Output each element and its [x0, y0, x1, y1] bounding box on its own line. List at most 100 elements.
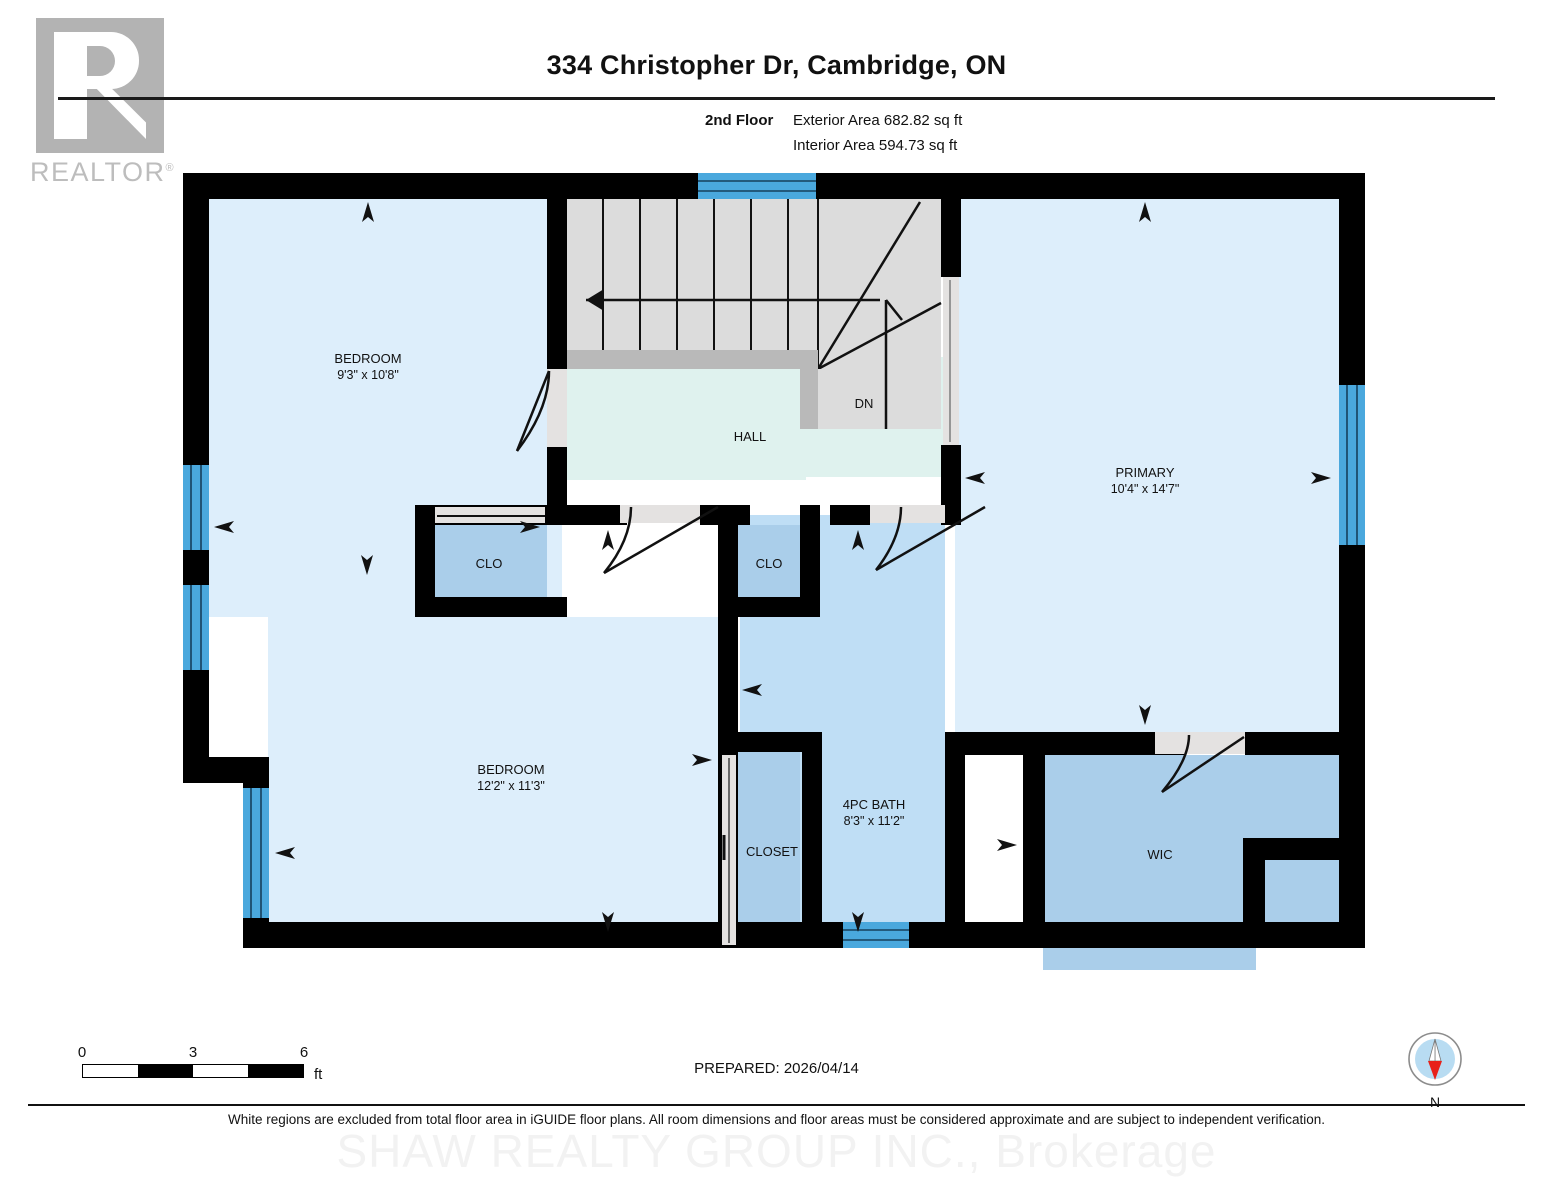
floor-plan: BEDROOM 9'3" x 10'8" PRIMARY 10'4" x 14'…: [0, 160, 1553, 1020]
windows: [183, 173, 1365, 948]
wall-bath-left-upper: [718, 617, 738, 752]
floor-meta-row-interior: Interior Area 594.73 sq ft: [705, 133, 962, 158]
room-label-hall: HALL: [734, 429, 767, 444]
scale-tick-6: 6: [299, 1044, 309, 1061]
arrow-clo-left-up: [602, 530, 614, 550]
compass-north-label: N: [1429, 1094, 1441, 1110]
view-direction-arrows: [214, 202, 1331, 932]
disclaimer-text: White regions are excluded from total fl…: [227, 1112, 1326, 1127]
arrow-bath-right: [997, 839, 1017, 851]
room-fill-bath-b: [806, 515, 945, 935]
scale-segment-4: [248, 1065, 303, 1077]
window-top-stairs: [698, 173, 816, 199]
arrow-bath-corridor-left: [742, 684, 762, 696]
wall-bath-wic-divider: [1023, 755, 1045, 948]
scale-segment-2: [138, 1065, 193, 1077]
wall-hall-bottom-c: [830, 505, 870, 525]
room-fill-clo-left: [432, 525, 547, 597]
wall-clo-left-bottom: [415, 597, 567, 617]
scale-bar: 0 3 6 ft: [78, 1044, 323, 1083]
walls: [183, 173, 1365, 948]
floor-meta: 2nd Floor Exterior Area 682.82 sq ft Int…: [705, 108, 962, 158]
room-label-closet: CLOSET: [746, 844, 798, 859]
room-dim-bedroom-upper: 9'3" x 10'8": [337, 368, 399, 382]
prepared-date: PREPARED: 2026/04/14: [694, 1060, 859, 1077]
room-fills: [207, 197, 1340, 970]
wall-exterior-right: [1339, 173, 1365, 948]
window-bottom-bath: [843, 922, 909, 948]
scale-tick-0: 0: [77, 1044, 87, 1061]
wall-clo-left-side: [415, 505, 435, 617]
arrow-bath-down: [852, 912, 864, 932]
arrow-bedroom-lower-down: [602, 912, 614, 932]
arrow-bedroom-lower-right: [692, 754, 712, 766]
brokerage-watermark: SHAW REALTY GROUP INC., Brokerage: [336, 1125, 1217, 1177]
arrow-primary-down: [1139, 705, 1151, 725]
realtor-logo-mark: [36, 18, 164, 153]
wall-bath-closet-right: [802, 752, 822, 948]
room-fill-primary: [955, 197, 1340, 742]
room-labels: BEDROOM 9'3" x 10'8" PRIMARY 10'4" x 14'…: [334, 351, 1179, 862]
compass: N: [1404, 1030, 1466, 1110]
arrow-bedroom-upper-left: [214, 521, 234, 533]
doors: [435, 277, 1245, 945]
door-hall-primary-lower: [870, 505, 986, 572]
wall-hall-primary-lower: [941, 445, 961, 525]
room-fill-clo-mid: [738, 525, 800, 597]
window-right-primary: [1339, 385, 1365, 545]
interior-area: Interior Area 594.73 sq ft: [793, 137, 958, 154]
room-label-bath: 4PC BATH: [843, 797, 906, 812]
wall-primary-bottom: [945, 732, 1185, 755]
floor-label: 2nd Floor: [705, 112, 774, 129]
door-wic: [1155, 732, 1245, 794]
wall-bath-right: [945, 752, 965, 948]
window-left-upper-b: [183, 585, 209, 670]
arrow-primary-right: [1311, 472, 1331, 484]
room-dim-bedroom-lower: 12'2" x 11'3": [477, 779, 545, 793]
title-divider: [58, 97, 1495, 100]
window-left-upper-a: [183, 465, 209, 550]
exterior-area: Exterior Area 682.82 sq ft: [793, 112, 963, 129]
realtor-wordmark: REALTOR®: [30, 157, 182, 188]
room-label-dn: DN: [855, 396, 874, 411]
room-fill-closet: [738, 752, 800, 937]
room-label-clo-left: CLO: [476, 556, 503, 571]
wall-clo-mid-bottom: [718, 597, 820, 617]
door-bedroom-upper: [515, 369, 567, 452]
wall-wic-notch-h: [1243, 838, 1365, 860]
door-primary: [943, 277, 959, 445]
staircase: [566, 197, 942, 429]
arrow-bedroom-upper-down: [361, 555, 373, 575]
registered-mark: ®: [165, 162, 176, 174]
wall-stair-left: [547, 173, 567, 369]
page-title: 334 Christopher Dr, Cambridge, ON: [546, 50, 1007, 80]
room-fill-bedroom-lower-b: [268, 617, 562, 937]
arrow-bedroom-upper-up: [362, 202, 374, 222]
floor-label-spacer: [705, 133, 793, 158]
floor-plan-svg: BEDROOM 9'3" x 10'8" PRIMARY 10'4" x 14'…: [183, 173, 1365, 970]
arrow-bedroom-upper-right: [520, 521, 540, 533]
stairs-landing: [818, 369, 941, 429]
wall-clo-mid-right: [800, 505, 820, 617]
arrow-bedroom-lower-left: [275, 847, 295, 859]
room-fill-hall-b: [566, 350, 806, 480]
arrow-hall-left: [965, 472, 985, 484]
scale-tick-3: 3: [188, 1044, 198, 1061]
floor-meta-row-exterior: 2nd Floor Exterior Area 682.82 sq ft: [705, 108, 962, 133]
room-label-clo-mid: CLO: [756, 556, 783, 571]
wall-clo-mid-left: [718, 505, 738, 617]
room-label-bedroom-lower: BEDROOM: [477, 762, 544, 777]
stair-nosing: [566, 350, 818, 369]
stair-treads: [602, 197, 819, 369]
room-dim-bath: 8'3" x 11'2": [844, 814, 905, 828]
logo-r-stem: [54, 32, 87, 139]
realtor-logo: REALTOR®: [22, 18, 182, 208]
wall-stair-right: [941, 173, 961, 199]
footer-divider: [28, 1104, 1525, 1106]
wall-middle-vertical: [547, 597, 567, 617]
room-dim-primary: 10'4" x 14'7": [1111, 482, 1180, 496]
realtor-wordmark-text: REALTOR: [30, 157, 166, 187]
logo-r-bowl-inner: [87, 46, 115, 76]
door-hall-to-bath: [603, 505, 719, 575]
scale-bar-segments: [82, 1064, 304, 1078]
